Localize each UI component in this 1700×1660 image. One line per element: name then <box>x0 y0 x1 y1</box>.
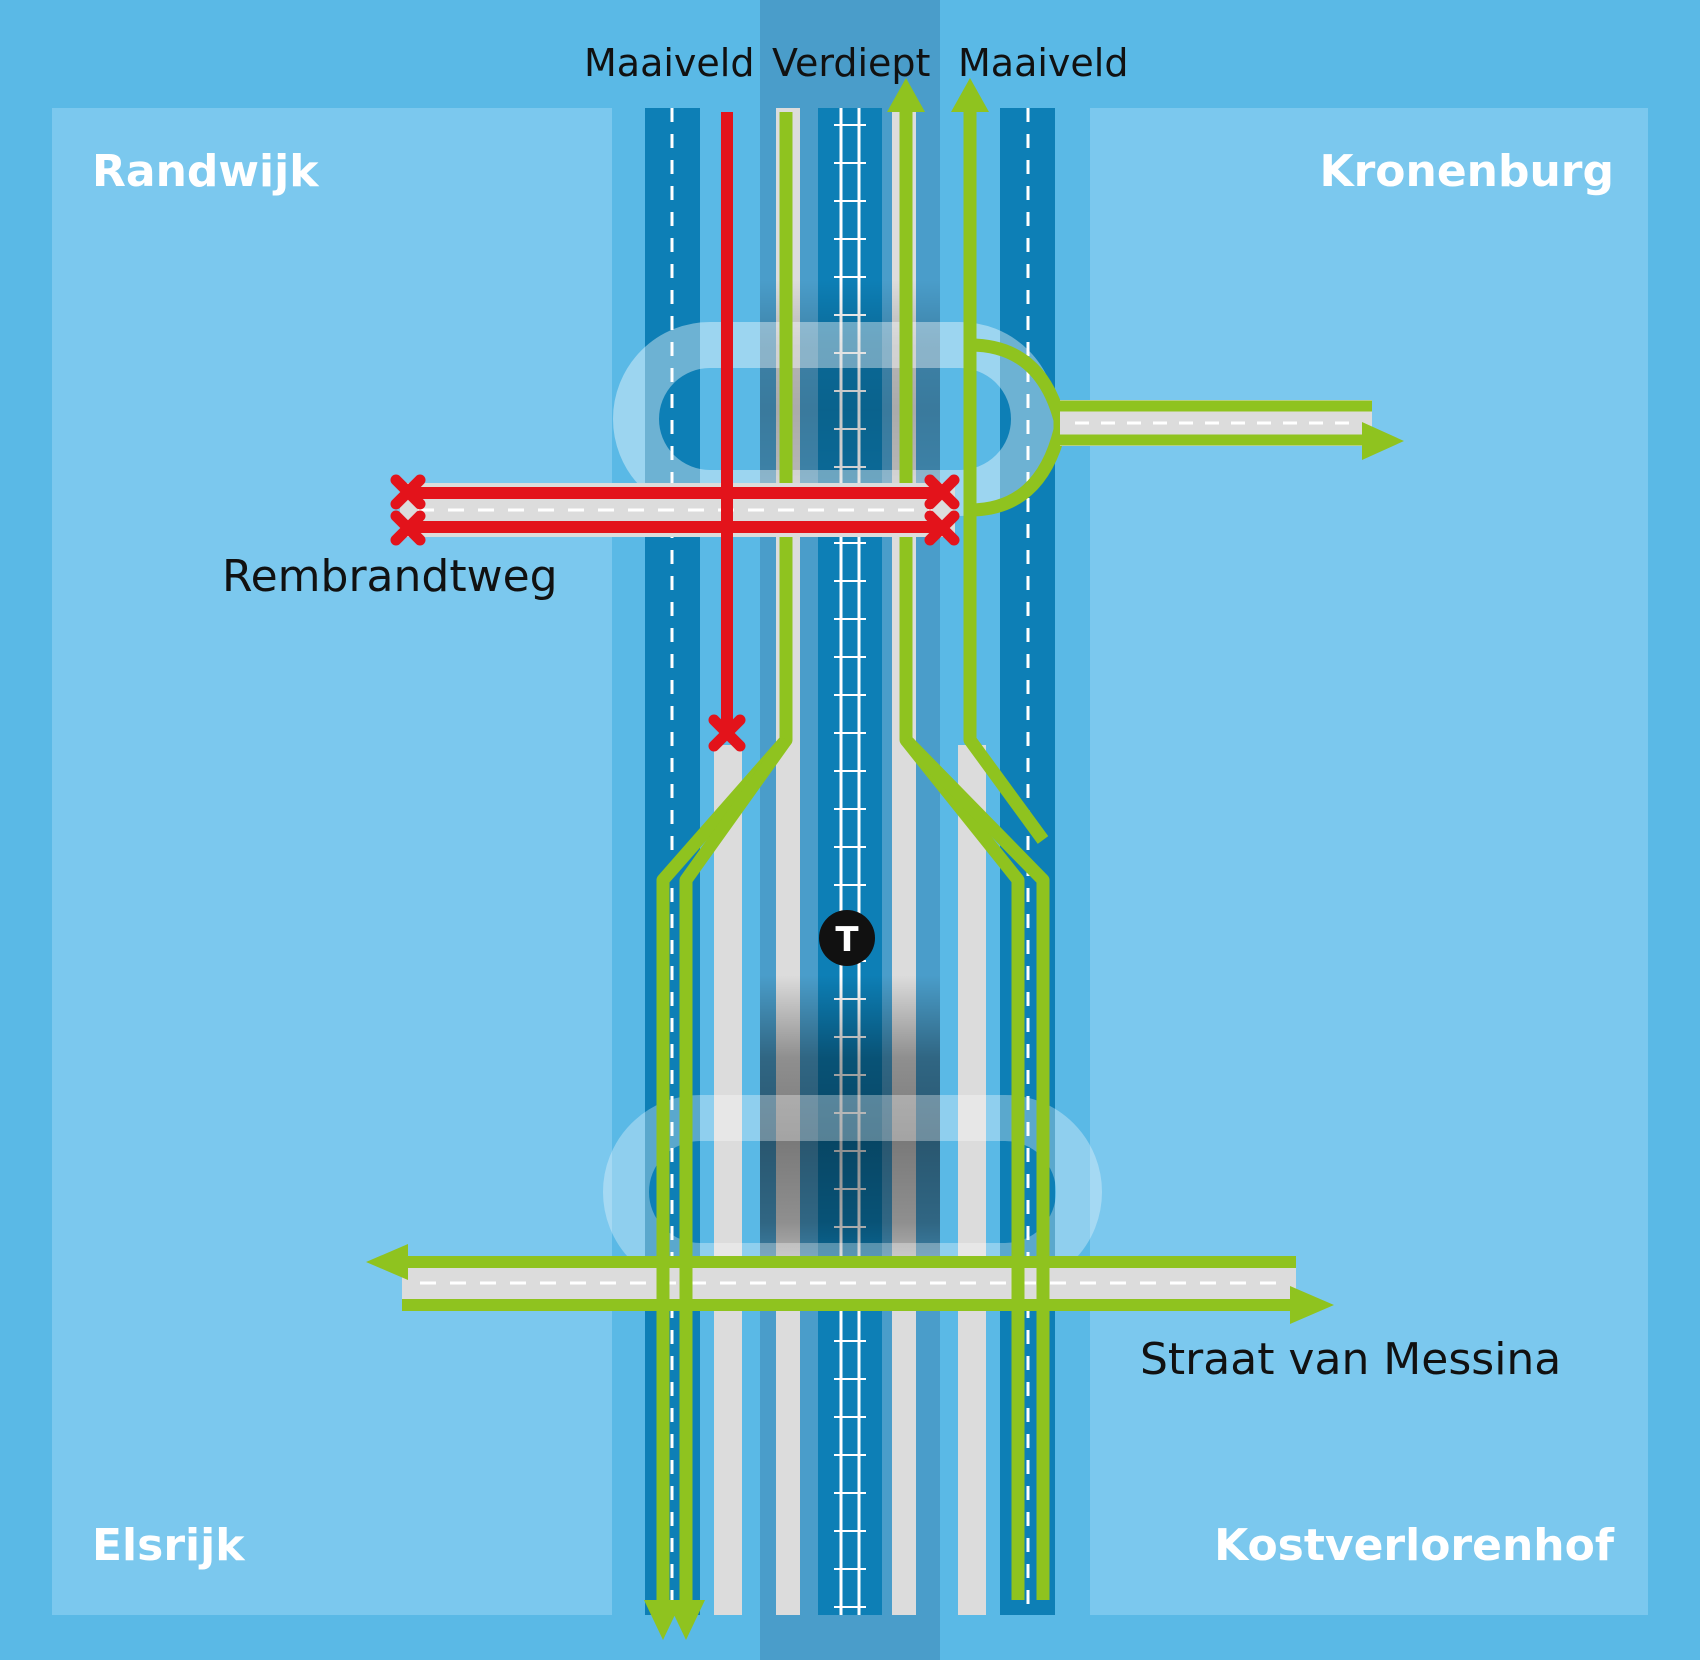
arrow-north-center-east <box>887 78 925 112</box>
district-label-kostverlorenhof: Kostverlorenhof <box>1214 1520 1614 1571</box>
closure-mark-south <box>708 714 746 752</box>
closure-mark-east <box>924 474 960 546</box>
arrow-south-west-b <box>667 1600 705 1640</box>
ramp-loop-north <box>613 322 1057 516</box>
district-label-kronenburg: Kronenburg <box>1319 146 1614 197</box>
closure-mark-west <box>390 474 426 546</box>
level-label-center: Verdiept <box>772 41 931 85</box>
road-label-rembrandtweg: Rembrandtweg <box>222 551 558 602</box>
road-straat-van-messina <box>366 1244 1334 1324</box>
tram-stop-icon: T <box>819 910 875 966</box>
arrow-north-east <box>951 78 989 112</box>
level-label-left: Maaiveld <box>584 41 755 85</box>
road-east-lower <box>958 745 986 1615</box>
district-label-elsrijk: Elsrijk <box>92 1520 245 1571</box>
road-rembrandtweg-closed <box>400 112 955 730</box>
tunnel-shadow-south <box>760 975 940 1305</box>
district-area-west <box>52 108 612 1615</box>
road-west-lower <box>714 745 742 1615</box>
road-label-straat-van-messina: Straat van Messina <box>1140 1334 1562 1385</box>
district-label-randwijk: Randwijk <box>92 146 319 197</box>
level-label-right: Maaiveld <box>958 41 1129 85</box>
exit-east-kronenburg <box>1060 400 1404 460</box>
tram-stop-symbol: T <box>835 920 859 960</box>
green-routes <box>656 112 1067 1600</box>
district-area-east <box>1090 108 1648 1615</box>
